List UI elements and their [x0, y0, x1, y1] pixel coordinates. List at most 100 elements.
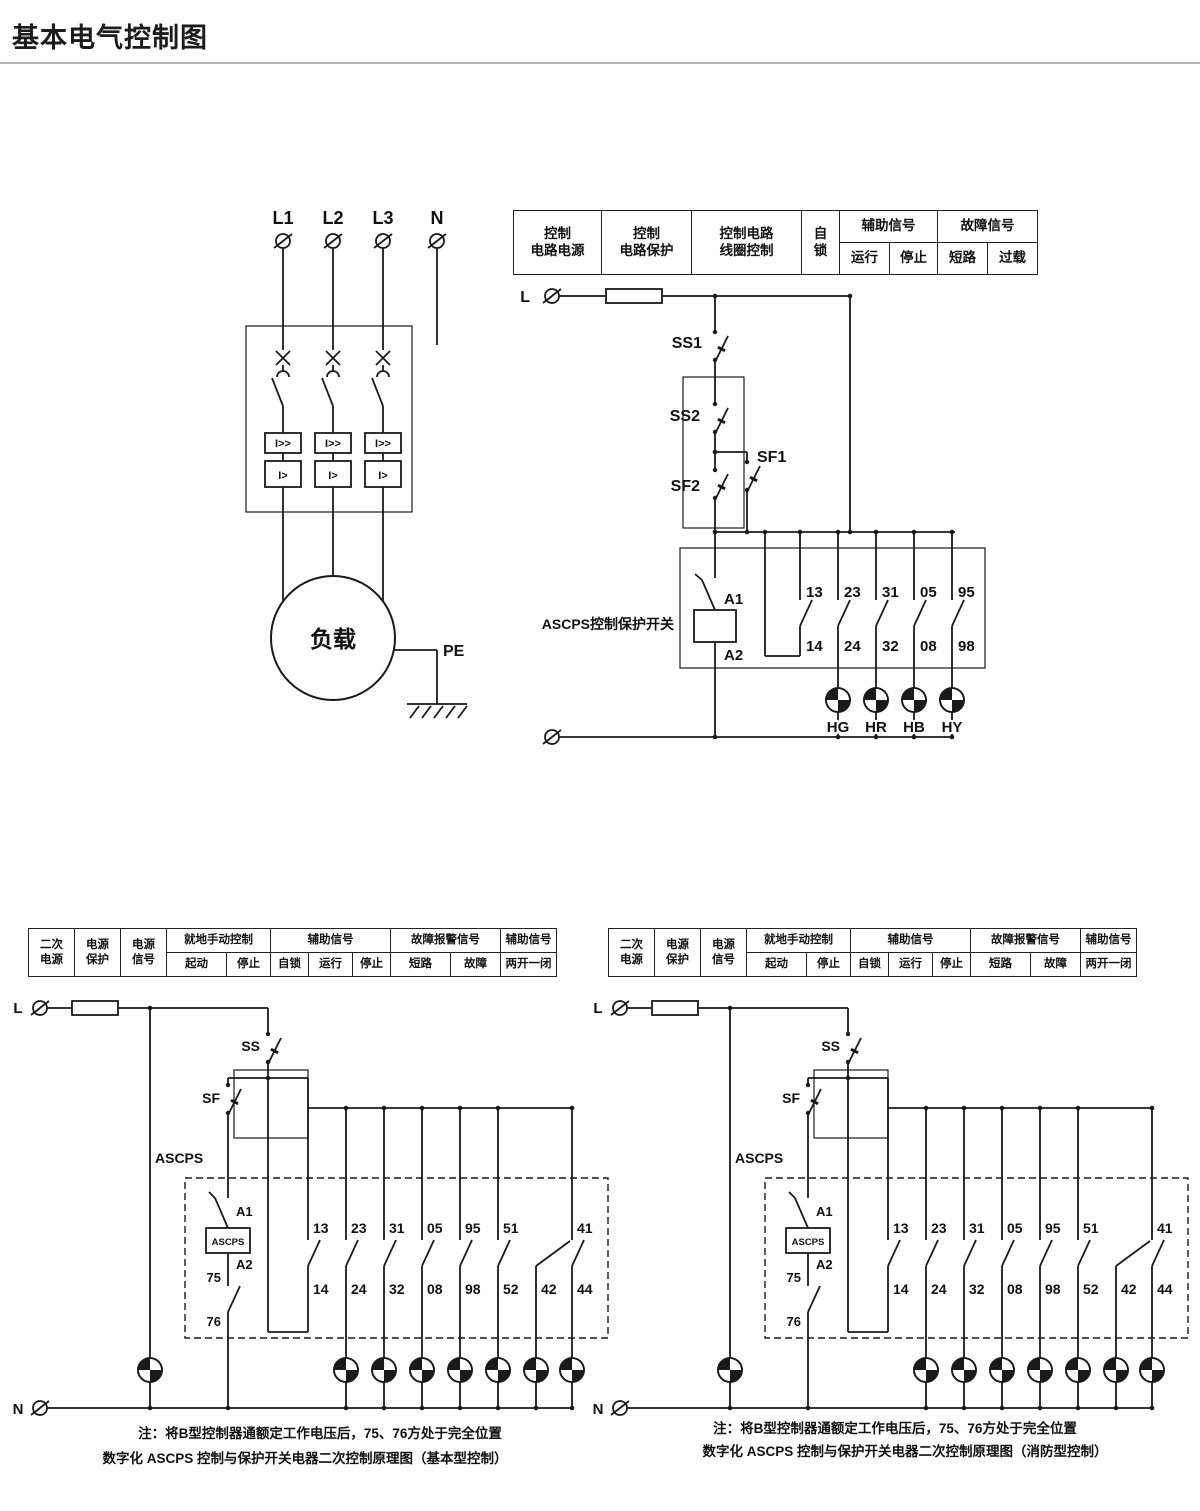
note-basic-1: 注：将B型控制器通额定工作电压后，75、76方处于完全位置: [138, 1425, 502, 1441]
legend-cell: 辅助信号: [839, 210, 938, 243]
device-label: ASCPS控制保护开关: [542, 616, 674, 632]
contact-number: 44: [577, 1281, 593, 1297]
contact-number: 52: [503, 1281, 519, 1297]
indicator-lamp-hg: [825, 687, 851, 713]
contact-number: 14: [806, 638, 823, 655]
coil-a1-label: A1: [236, 1204, 253, 1219]
contact-number: 08: [920, 638, 937, 655]
contact-number: 05: [427, 1220, 443, 1236]
legend-cell: 辅助信号: [1080, 928, 1138, 953]
legend-cell: 故障: [1030, 952, 1082, 977]
coil: [693, 609, 737, 643]
contact-number: 23: [844, 584, 861, 601]
legend-cell: 控制 电路保护: [601, 210, 692, 275]
legend-cell: 停止: [351, 952, 392, 977]
lamp-label-hb: HB: [903, 719, 925, 736]
legend-cell: 二次 电源: [28, 928, 75, 977]
note-basic-2: 数字化 ASCPS 控制与保护开关电器二次控制原理图（基本型控制）: [102, 1450, 507, 1466]
signal-lamp: [447, 1357, 473, 1383]
trip-label: I>>: [275, 438, 291, 450]
legend-cell: 二次 电源: [608, 928, 655, 977]
overload-label: I>: [328, 470, 337, 482]
ascps-device-box: [679, 547, 986, 669]
contact-number: 08: [427, 1281, 443, 1297]
control-circuit: L SS1 SS2 SF1 SF2 ASCPS控制保护开关 A1 A2 13 2…: [520, 288, 986, 745]
fuse: [605, 288, 663, 304]
fuse: [71, 1000, 119, 1016]
start-button-sf2: [711, 466, 730, 502]
legend-cell: 两开一闭: [1080, 952, 1138, 977]
contact-number: 31: [389, 1220, 405, 1236]
phase-label-l2: L2: [322, 208, 343, 228]
indicator-lamp-hr: [863, 687, 889, 713]
legend-cell: 运行: [888, 952, 933, 977]
coil-a2-label: A2: [236, 1257, 253, 1272]
ss-label: SS: [241, 1038, 260, 1054]
lamp-label-hy: HY: [942, 719, 963, 736]
overload-trip-box: [264, 460, 302, 488]
legend-cell: 辅助信号: [269, 928, 392, 953]
phase-terminal: [323, 233, 343, 249]
phase-label-l1: L1: [272, 208, 293, 228]
legend-cell: 停止: [931, 952, 972, 977]
neutral-label: N: [13, 1401, 24, 1418]
signal-lamp: [371, 1357, 397, 1383]
overload-label: I>: [378, 470, 387, 482]
line-label: L: [520, 289, 530, 306]
start-button-sf: [224, 1081, 243, 1117]
contact-number: 23: [351, 1220, 367, 1236]
contact-number: 14: [313, 1281, 329, 1297]
control-legend-table: 控制 电路电源 控制 电路保护 控制电路 线圈控制 自 锁 辅助信号 故障信号 …: [513, 210, 1038, 275]
neutral-terminal: [542, 729, 562, 745]
coil-a1-label: A1: [724, 591, 743, 608]
contact-number: 32: [882, 638, 899, 655]
legend-cell: 就地手动控制: [746, 928, 851, 953]
phase-label-l3: L3: [372, 208, 393, 228]
legend-cell: 电源 信号: [700, 928, 747, 977]
phase-terminal: [273, 233, 293, 249]
legend-cell: 短路: [970, 952, 1032, 977]
contact-number: 24: [351, 1281, 367, 1297]
signal-lamp: [523, 1357, 549, 1383]
legend-cell: 停止: [806, 952, 851, 977]
legend-cell: 控制 电路电源: [513, 210, 602, 275]
signal-lamp: [485, 1357, 511, 1383]
legend-cell: 辅助信号: [849, 928, 972, 953]
phase-terminal: [373, 233, 393, 249]
stop-button-ss: [264, 1030, 283, 1066]
stop-button-ss1: [711, 328, 730, 364]
load-label: 负载: [310, 626, 356, 652]
secondary-circuit-fire: [593, 1000, 1188, 1418]
lamp-label-hg: HG: [827, 719, 850, 736]
stop-button-ss2: [711, 400, 730, 436]
signal-lamp: [333, 1357, 359, 1383]
legend-cell: 控制电路 线圈控制: [691, 210, 802, 275]
contact-number: 98: [958, 638, 975, 655]
legend-cell: 短路: [390, 952, 452, 977]
line-terminal: [30, 1000, 50, 1016]
contact-number: 42: [541, 1281, 557, 1297]
trip-label: I>>: [375, 438, 391, 450]
legend-cell: 运行: [839, 242, 890, 275]
overload-label: I>: [278, 470, 287, 482]
legend-cell: 电源 保护: [654, 928, 701, 977]
neutral-terminal: [30, 1400, 50, 1416]
legend-cell: 两开一闭: [500, 952, 558, 977]
legend-cell: 故障报警信号: [970, 928, 1082, 953]
contact-number: 13: [313, 1220, 329, 1236]
contact-number: 95: [958, 584, 975, 601]
legend-cell: 电源 信号: [120, 928, 167, 977]
legend-cell: 短路: [937, 242, 988, 275]
trip-label: I>>: [325, 438, 341, 450]
pe-label: PE: [443, 643, 465, 660]
legend-cell: 故障报警信号: [390, 928, 502, 953]
secondary-legend-table-basic: 二次 电源 电源 保护 电源 信号 就地手动控制 辅助信号 故障报警信号 辅助信…: [28, 928, 558, 977]
contact-number: 13: [806, 584, 823, 601]
legend-cell: 过载: [987, 242, 1038, 275]
load-motor: [270, 575, 396, 701]
sf1-label: SF1: [757, 449, 786, 466]
legend-cell: 停止: [226, 952, 271, 977]
contact-76-label: 76: [207, 1314, 221, 1329]
indicator-lamp-hy: [939, 687, 965, 713]
